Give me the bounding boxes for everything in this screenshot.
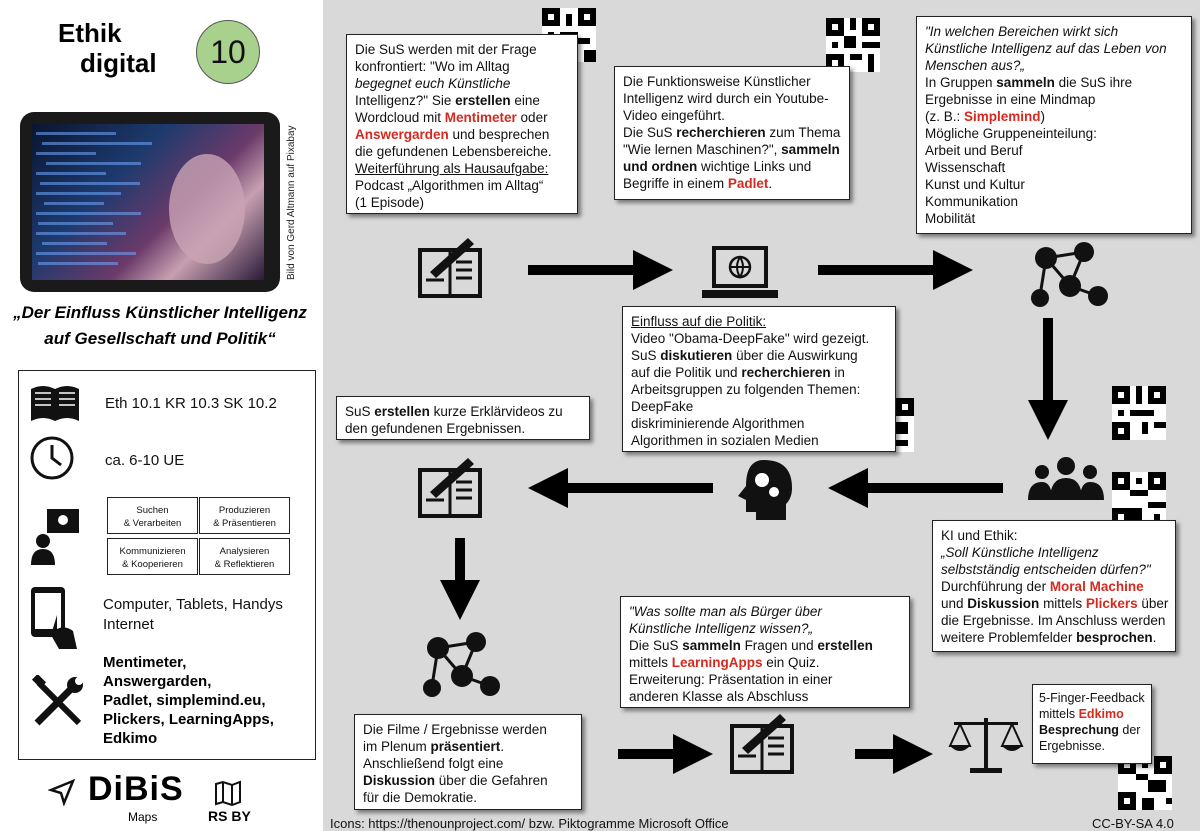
info-box: Eth 10.1 KR 10.3 SK 10.2 ca. 6-10 UE Suc… [18, 370, 316, 760]
tools-list: Mentimeter,Answergarden,Padlet, simplemi… [103, 654, 274, 747]
step-box-politics: Einfluss auf die Politik: Video "Obama-D… [622, 306, 896, 452]
head-gears-icon [738, 460, 792, 520]
person-idea-icon [31, 509, 79, 565]
competency-tile-1: Suchen& Verarbeiten [107, 497, 198, 534]
step-box-ethics: KI und Ethik: „Soll Künstliche Intellige… [932, 520, 1176, 652]
ethik-digital-logo: Ethik digital [58, 18, 157, 78]
step-box-presentation: Die Filme / Ergebnisse werden im Plenum … [354, 714, 582, 810]
dibis-logo: DiBiS [88, 770, 184, 808]
clock-icon [30, 436, 74, 480]
grade-badge: 10 [196, 20, 260, 84]
title-line1: „Der Einfluss Künstlicher Intelligenz [13, 303, 307, 322]
curriculum-refs: Eth 10.1 KR 10.3 SK 10.2 [105, 395, 277, 412]
notebook-pen-icon-3 [730, 714, 794, 774]
tools-icon [31, 675, 83, 726]
tablet-photo [20, 112, 280, 292]
qr-code-6 [1112, 472, 1166, 526]
network-people-icon [1031, 242, 1108, 307]
notebook-pen-icon [418, 238, 482, 298]
step-box-youtube: Die Funktionsweise Künstlicher Intellige… [614, 66, 850, 200]
left-panel: Ethik digital 10 Bild von Gerd Altmann a… [0, 0, 323, 831]
step-box-wordcloud: Die SuS werden mit der Frage konfrontier… [346, 34, 578, 214]
photo-credit: Bild von Gerd Altmann auf Pixabay [286, 125, 297, 280]
step-box-videos: SuS erstellen kurze Erklärvideos zu den … [336, 396, 590, 440]
logo-line2: digital [80, 48, 157, 78]
competency-tile-4: Analysieren& Reflektieren [199, 538, 290, 575]
dibis-sub1: Maps [128, 810, 158, 824]
qr-code-7 [1118, 756, 1172, 810]
step-box-mindmap: "In welchen Bereichen wirkt sich Künstli… [916, 16, 1192, 234]
duration: ca. 6-10 UE [105, 452, 185, 469]
laptop-globe-icon [702, 246, 778, 298]
title-line2: auf Gesellschaft und Politik“ [44, 329, 276, 348]
flow-arrows [440, 250, 1068, 774]
send-arrow-icon [48, 778, 76, 806]
competency-tile-2: Produzieren& Präsentieren [199, 497, 290, 534]
notebook-pen-icon-2 [418, 458, 482, 518]
step-box-quiz: "Was sollte man als Bürger über Künstlic… [620, 596, 910, 708]
dibis-sub2: RS BY [208, 808, 251, 824]
map-icon [215, 780, 241, 806]
code-pattern [36, 132, 245, 265]
qr-code-5 [1112, 386, 1166, 440]
page-title: „Der Einfluss Künstlicher Intelligenz au… [0, 300, 320, 352]
ai-face-image [32, 124, 264, 280]
qr-code-2 [826, 18, 880, 72]
network-people-icon-2 [423, 632, 500, 697]
icons-credit: Icons: https://thenounproject.com/ bzw. … [330, 816, 729, 831]
group-people-icon [1028, 457, 1104, 500]
scales-icon [948, 718, 1024, 773]
license: CC-BY-SA 4.0 [1092, 816, 1174, 831]
competency-tile-3: Kommunizieren& Kooperieren [107, 538, 198, 575]
tablet-touch-icon [31, 587, 77, 649]
step-box-feedback: 5-Finger-Feedback mittels Edkimo Besprec… [1032, 684, 1152, 764]
logo-line1: Ethik [58, 18, 122, 48]
book-icon [31, 386, 79, 421]
